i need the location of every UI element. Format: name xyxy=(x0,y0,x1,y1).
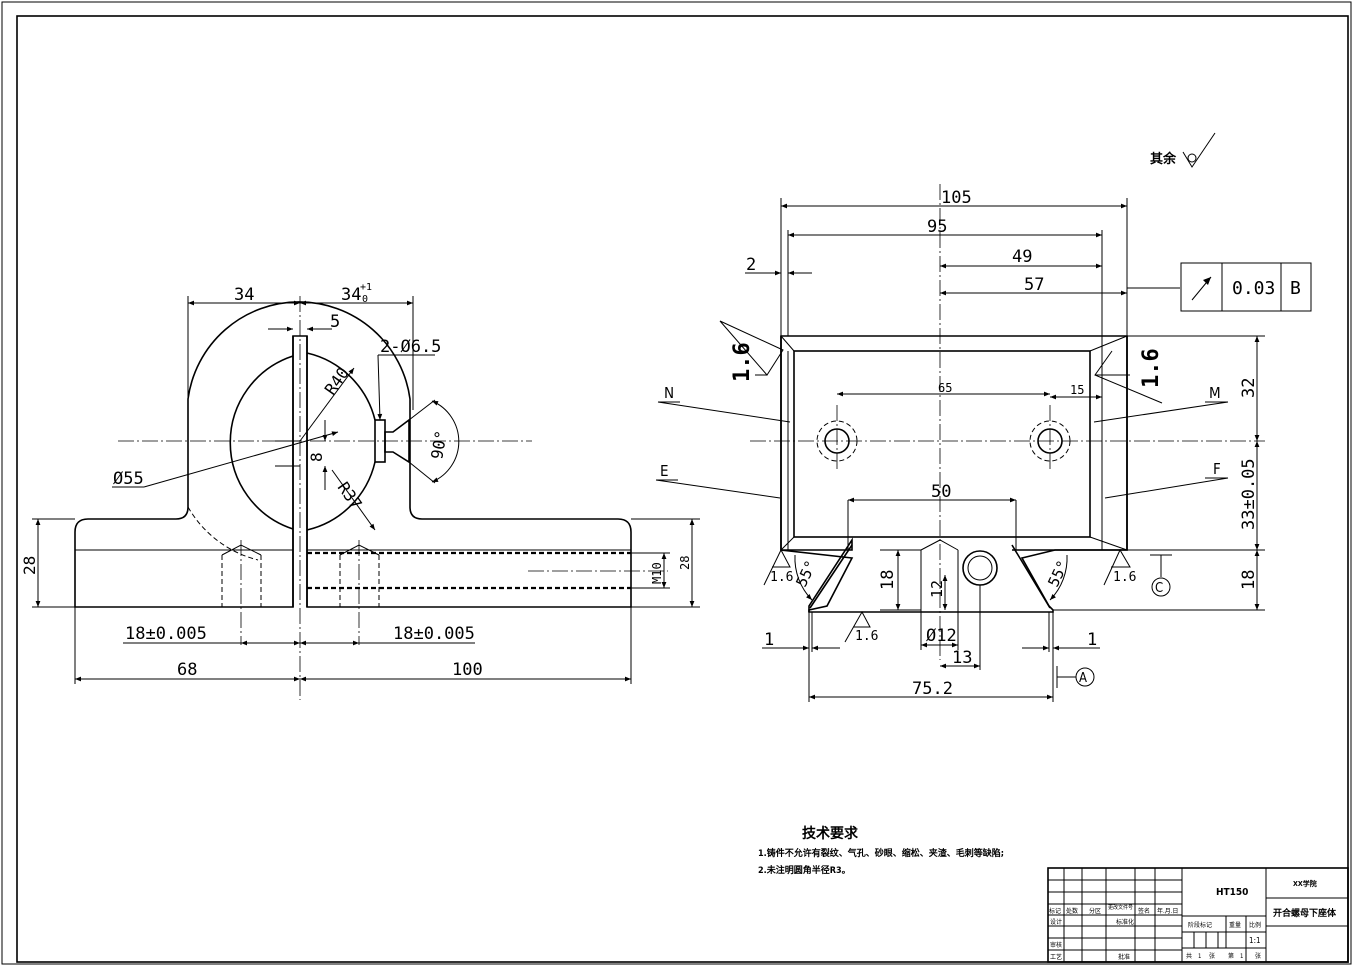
front-view: 34 34 +1 0 5 2-Ø6.5 R40 8 90° R37 Ø55 28 xyxy=(20,282,700,700)
svg-text:张: 张 xyxy=(1255,952,1261,960)
roughness-unmachined-icon xyxy=(1182,132,1216,168)
dim-18-right: 18±0.005 xyxy=(393,624,475,644)
dim-49: 49 xyxy=(1012,247,1032,267)
label-e: E xyxy=(660,462,669,480)
dim-18-right-side: 18 xyxy=(1239,570,1259,590)
notes-title: 技术要求 xyxy=(802,825,859,842)
svg-text:设计: 设计 xyxy=(1050,918,1062,926)
dim-32: 32 xyxy=(1239,378,1259,398)
roughness-1-6-bottom-left: 1.6 xyxy=(763,548,793,586)
general-roughness-note: 其余 xyxy=(1150,132,1216,168)
roughness-1-6-right: 1.6 xyxy=(1094,348,1164,404)
dim-12-vertical: 12 xyxy=(928,580,946,598)
dim-34-tolerance: 34 +1 0 xyxy=(341,282,372,305)
svg-text:审核: 审核 xyxy=(1050,941,1062,949)
svg-text:标记: 标记 xyxy=(1049,907,1061,915)
sheet-frame xyxy=(16,15,1349,963)
dim-68: 68 xyxy=(177,660,197,680)
dim-1-right: 1 xyxy=(1087,630,1097,650)
svg-text:1: 1 xyxy=(1198,953,1201,960)
runout-icon xyxy=(1191,276,1212,301)
svg-text:重量: 重量 xyxy=(1229,921,1241,929)
roughness-1-6-bottom-mid: 1.6 xyxy=(844,610,878,644)
school-name: XX学院 xyxy=(1293,879,1317,888)
svg-text:B: B xyxy=(1290,278,1301,299)
svg-text:分区: 分区 xyxy=(1089,907,1101,915)
dim-angle-55-right: 55° xyxy=(1044,558,1072,590)
svg-text:标准化: 标准化 xyxy=(1116,918,1134,926)
dim-18-left: 18±0.005 xyxy=(125,624,207,644)
dim-m10: M10 xyxy=(650,562,664,584)
dim-65: 65 xyxy=(938,381,952,395)
datum-c: C xyxy=(1150,554,1172,597)
dim-33: 33±0.05 xyxy=(1239,458,1259,530)
dim-height-28-left: 28 xyxy=(20,556,39,575)
svg-text:1.6: 1.6 xyxy=(1139,348,1164,388)
svg-text:1.6: 1.6 xyxy=(1113,570,1136,585)
note-2: 2.未注明圆角半径R3。 xyxy=(758,864,851,876)
svg-text:工艺: 工艺 xyxy=(1050,953,1062,961)
technical-requirements: 技术要求 1.铸件不允许有裂纹、气孔、砂眼、缩松、夹渣、毛刺等缺陷; 2.未注明… xyxy=(758,825,1004,876)
dim-13: 13 xyxy=(952,648,972,668)
title-block: 标记 处数 分区 更改文件号 签名 年.月.日 设计 标准化 审核 工艺 批准 … xyxy=(1047,867,1349,963)
svg-text:1.6: 1.6 xyxy=(855,629,878,644)
svg-text:张: 张 xyxy=(1209,952,1215,960)
svg-text:34: 34 xyxy=(341,285,361,305)
roughness-1-6-bottom-right: 1.6 xyxy=(1103,548,1136,586)
svg-text:+1: +1 xyxy=(360,282,372,293)
svg-text:第: 第 xyxy=(1228,952,1234,960)
dim-angle-90: 90° xyxy=(427,429,451,461)
dim-105: 105 xyxy=(941,188,972,208)
dim-8: 8 xyxy=(307,452,326,462)
svg-text:阶段标记: 阶段标记 xyxy=(1188,921,1212,929)
svg-text:处数: 处数 xyxy=(1066,907,1078,915)
svg-text:比例: 比例 xyxy=(1249,921,1261,929)
material: HT150 xyxy=(1216,887,1248,898)
svg-text:更改文件号: 更改文件号 xyxy=(1108,904,1133,911)
dim-18-left-side: 18 xyxy=(878,570,898,590)
label-f: F xyxy=(1213,460,1221,478)
part-name: 开合螺母下座体 xyxy=(1273,907,1337,919)
dim-15: 15 xyxy=(1070,383,1084,397)
dim-2-dia6-5: 2-Ø6.5 xyxy=(380,337,441,357)
dim-dia12: Ø12 xyxy=(926,626,957,646)
roughness-1-6-left: 1.6 xyxy=(719,320,784,382)
svg-text:A: A xyxy=(1079,671,1087,686)
svg-text:批准: 批准 xyxy=(1118,953,1130,961)
dim-1-left: 1 xyxy=(764,630,774,650)
svg-text:0.03: 0.03 xyxy=(1232,278,1275,299)
dim-r40: R40 xyxy=(321,364,353,399)
scale: 1:1 xyxy=(1249,936,1261,945)
dim-100: 100 xyxy=(452,660,483,680)
svg-text:1.6: 1.6 xyxy=(770,570,793,585)
label-n: N xyxy=(664,384,674,402)
dim-height-28-right: 28 xyxy=(678,556,692,570)
dim-5: 5 xyxy=(330,312,340,332)
dim-75-2: 75.2 xyxy=(912,679,953,699)
dim-2: 2 xyxy=(746,255,756,275)
svg-text:0: 0 xyxy=(362,294,368,305)
dim-dia55: Ø55 xyxy=(113,469,144,489)
dim-r37: R37 xyxy=(334,478,366,513)
svg-text:年.月.日: 年.月.日 xyxy=(1157,907,1178,915)
label-m: M xyxy=(1209,384,1221,402)
dim-50: 50 xyxy=(931,482,951,502)
svg-text:1.6: 1.6 xyxy=(730,342,755,382)
svg-text:1: 1 xyxy=(1240,953,1243,960)
datum-a: A xyxy=(1056,666,1095,688)
svg-text:C: C xyxy=(1155,581,1163,596)
side-view: 105 95 2 49 57 65 15 50 32 33±0.05 18 18… xyxy=(655,184,1312,702)
note-1: 1.铸件不允许有裂纹、气孔、砂眼、缩松、夹渣、毛刺等缺陷; xyxy=(758,847,1004,859)
dim-34: 34 xyxy=(234,285,254,305)
dim-angle-55-left: 55° xyxy=(792,558,820,590)
dim-95: 95 xyxy=(927,217,947,237)
tolerance-frame: 0.03 B xyxy=(1180,262,1312,312)
dim-57: 57 xyxy=(1024,275,1044,295)
svg-text:其余: 其余 xyxy=(1150,151,1177,167)
svg-text:签名: 签名 xyxy=(1138,907,1150,915)
svg-text:共: 共 xyxy=(1186,952,1192,960)
